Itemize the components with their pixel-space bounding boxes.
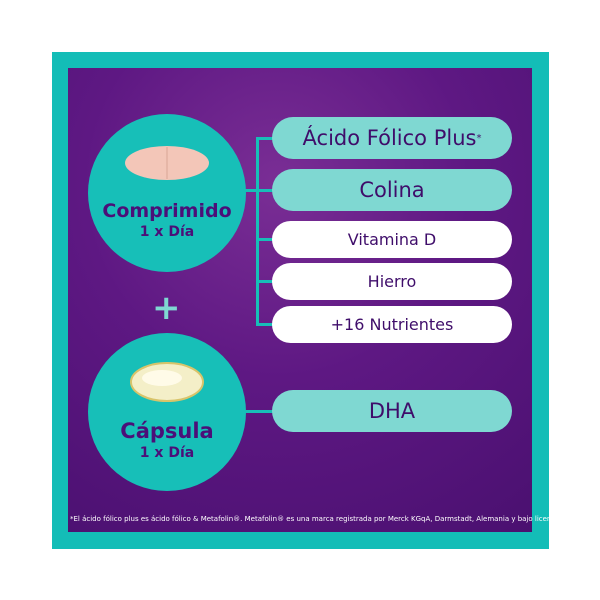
connector-line <box>256 323 274 326</box>
capsule-icon <box>130 362 204 402</box>
connector-line <box>256 137 259 326</box>
ingredient-label: DHA <box>368 399 416 423</box>
ingredient-pill: Ácido Fólico Plus* <box>272 117 512 159</box>
ingredient-pill: +16 Nutrientes <box>272 306 512 343</box>
ingredient-pill: Vitamina D <box>272 221 512 258</box>
ingredient-pill: Hierro <box>272 263 512 300</box>
ingredient-label: Ácido Fólico Plus <box>302 126 477 150</box>
product-dose: 1 x Día <box>139 445 195 461</box>
tablet-icon <box>125 146 209 180</box>
ingredient-label: Vitamina D <box>347 230 437 249</box>
connector-line <box>256 189 274 192</box>
product-dose: 1 x Día <box>139 224 195 240</box>
plus-icon: + <box>152 288 181 328</box>
ingredient-label: Colina <box>359 178 425 202</box>
connector-line <box>240 189 258 192</box>
footnote: *El ácido fólico plus es ácido fólico & … <box>70 515 564 523</box>
ingredient-pill: DHA <box>272 390 512 432</box>
product-name: Cápsula <box>120 419 214 443</box>
connector-line <box>256 137 274 140</box>
product-name: Comprimido <box>102 200 232 222</box>
connector-line <box>256 238 274 241</box>
ingredient-pill: Colina <box>272 169 512 211</box>
connector-line <box>240 410 274 413</box>
tablet-circle: Comprimido 1 x Día <box>88 114 246 272</box>
ingredient-label: Hierro <box>367 272 417 291</box>
capsule-circle: Cápsula 1 x Día <box>88 333 246 491</box>
ingredient-label: +16 Nutrientes <box>330 315 454 334</box>
connector-line <box>256 280 274 283</box>
footnote-marker: * <box>476 132 482 144</box>
